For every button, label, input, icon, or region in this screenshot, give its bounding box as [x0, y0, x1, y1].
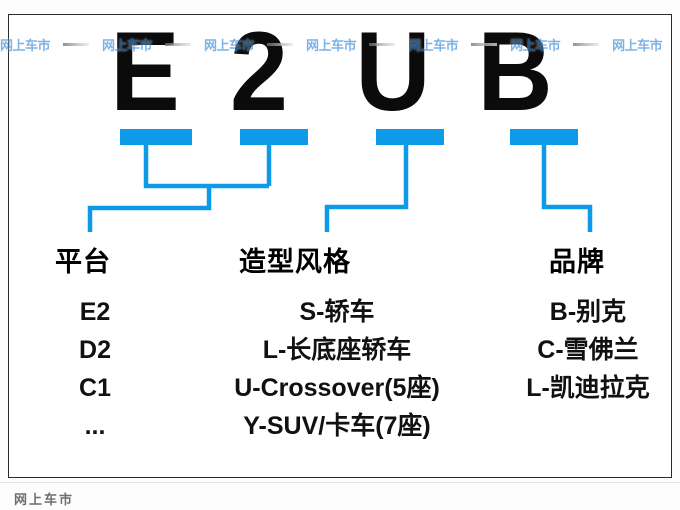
item-list-platform: E2 D2 C1 ...: [20, 293, 170, 445]
list-item: ...: [84, 412, 106, 440]
list-item: B-别克: [549, 298, 627, 326]
tab-bar-2: [240, 129, 308, 145]
list-item: Y-SUV/卡车(7座): [243, 412, 431, 440]
item-list-styling: S-轿车 L-长底座轿车 U-Crossover(5座) Y-SUV/卡车(7座…: [172, 293, 502, 445]
footer-watermark-label: 网上车市: [14, 492, 75, 507]
group-heading-platform: 平台: [55, 247, 111, 277]
code-letter-e: E: [110, 9, 180, 134]
tab-bar-b: [510, 129, 578, 145]
list-item: C1: [79, 374, 111, 402]
list-item: L-凯迪拉克: [526, 374, 650, 402]
list-item: L-长底座轿车: [262, 336, 412, 364]
list-item: E2: [79, 298, 111, 326]
list-item: U-Crossover(5座): [234, 374, 440, 402]
code-letter-u: U: [355, 9, 431, 134]
vehicle-code-row: E 2 U B: [8, 16, 672, 128]
tab-bar-u: [376, 129, 444, 145]
item-list-brand: B-别克 C-雪佛兰 L-凯迪拉克: [496, 293, 680, 407]
code-letter-b: B: [477, 9, 553, 134]
footer-bar: 网上车市: [0, 482, 680, 510]
list-item: C-雪佛兰: [537, 336, 639, 364]
tab-bar-e: [120, 129, 192, 145]
list-item: D2: [79, 336, 111, 364]
code-letter-2: 2: [230, 9, 288, 134]
group-heading-brand: 品牌: [549, 247, 605, 277]
group-heading-styling: 造型风格: [239, 247, 351, 277]
list-item: S-轿车: [299, 298, 375, 326]
